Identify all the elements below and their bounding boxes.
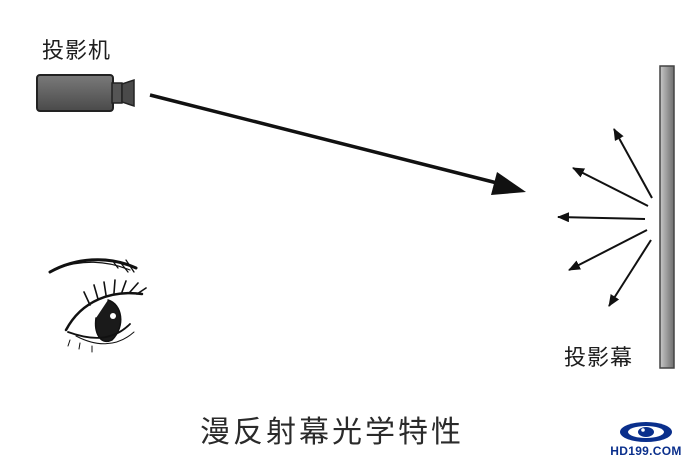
projection-beam-arrow [149, 93, 526, 195]
reflected-ray-4 [568, 229, 648, 271]
projector-label: 投影机 [42, 39, 112, 64]
hd199-logo[interactable]: HD199.COM [596, 420, 696, 458]
projector-icon [36, 74, 135, 112]
hd199-logo-icon [620, 422, 672, 442]
projection-screen [659, 65, 675, 369]
reflected-ray-3 [557, 212, 646, 223]
diagram-caption: 漫反射幕光学特性 [200, 415, 464, 450]
eye-icon [48, 258, 147, 353]
diffuse-reflection-rays [557, 128, 653, 307]
reflected-ray-5 [608, 239, 652, 307]
reflected-ray-2 [572, 167, 649, 207]
logo-text: HD199.COM [610, 444, 682, 458]
reflected-ray-1 [613, 128, 653, 199]
screen-label: 投影幕 [564, 346, 634, 371]
